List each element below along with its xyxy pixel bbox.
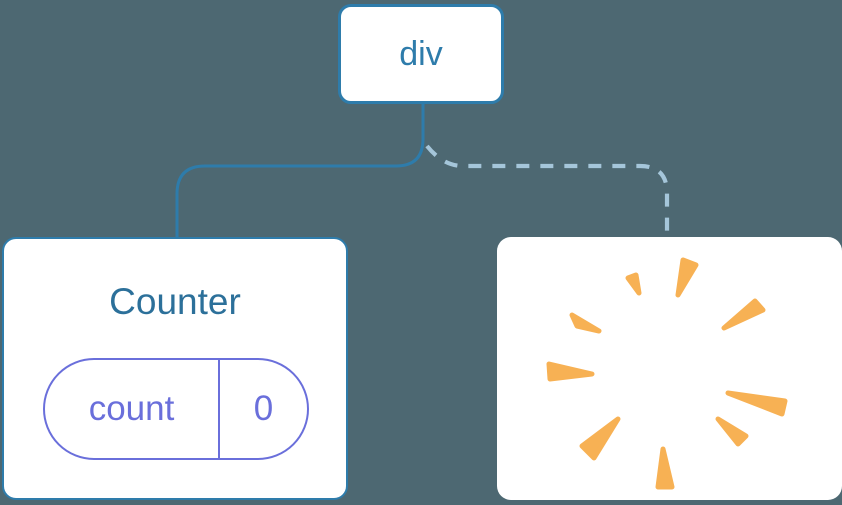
solid-connector xyxy=(175,104,425,238)
tree-node-removed xyxy=(497,237,842,500)
counter-title: Counter xyxy=(109,281,241,322)
div-node-label: div xyxy=(399,35,443,73)
poof-icon xyxy=(546,257,788,490)
state-key-label: count xyxy=(45,360,220,458)
state-value-label: 0 xyxy=(253,389,274,428)
tree-node-div: div xyxy=(338,4,504,104)
tree-node-counter: Counter count 0 xyxy=(2,237,348,500)
state-pill: count 0 xyxy=(43,358,309,460)
dashed-connector xyxy=(425,144,670,238)
